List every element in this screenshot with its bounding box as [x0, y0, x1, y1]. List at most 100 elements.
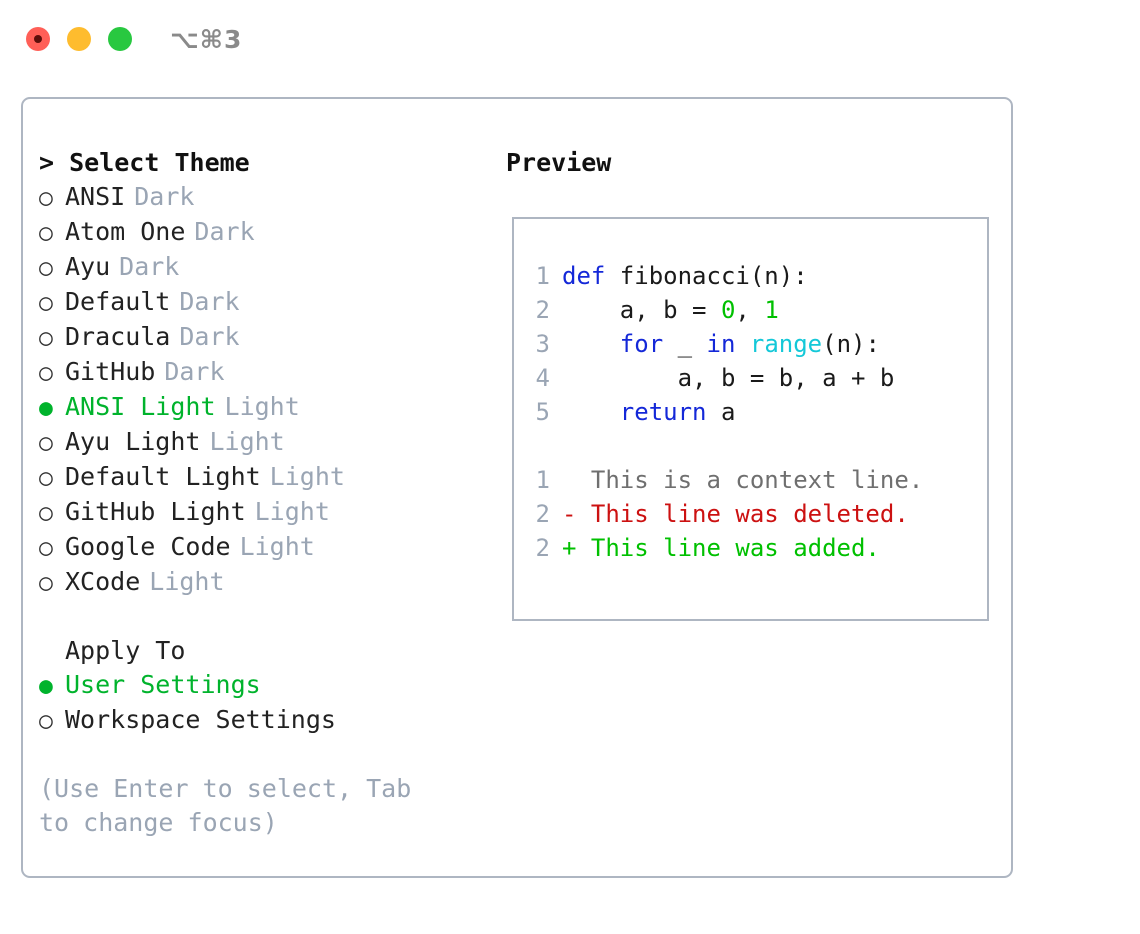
- radio-selected-icon: ●: [39, 673, 53, 699]
- diff-token: + This line was added.: [562, 534, 880, 562]
- code-token: fibonacci(n):: [619, 262, 808, 290]
- code-line-number: 3: [535, 330, 550, 358]
- diff-line-number: 2: [535, 500, 550, 528]
- diff-line-1: 2 - This line was deleted.: [528, 497, 987, 531]
- theme-option-tag: Light: [149, 567, 225, 596]
- radio-unselected-icon: ○: [39, 290, 53, 316]
- apply-to-header: Apply To: [65, 636, 186, 665]
- code-token: ,: [735, 296, 765, 324]
- theme-option-7[interactable]: ○ Ayu Light Light: [39, 425, 503, 460]
- theme-option-label: ANSI Light: [65, 392, 216, 421]
- theme-option-2[interactable]: ○ Ayu Dark: [39, 250, 503, 285]
- code-diff-separator: [528, 429, 987, 463]
- theme-option-tag: Light: [254, 497, 330, 526]
- theme-option-label: Default: [65, 287, 171, 316]
- radio-unselected-icon: ○: [39, 465, 53, 491]
- theme-option-8[interactable]: ○ Default Light Light: [39, 460, 503, 495]
- theme-option-6[interactable]: ● ANSI Light Light: [39, 390, 503, 425]
- theme-option-label: GitHub: [65, 357, 156, 386]
- theme-option-label: Dracula: [65, 322, 171, 351]
- code-token: [735, 330, 749, 358]
- radio-unselected-icon: ○: [39, 255, 53, 281]
- apply-to-option-label: User Settings: [65, 670, 261, 699]
- radio-unselected-icon: ○: [39, 500, 53, 526]
- code-line-4: 5 return a: [528, 395, 987, 429]
- theme-option-10[interactable]: ○ Google Code Light: [39, 530, 503, 565]
- theme-option-tag: Dark: [179, 287, 240, 316]
- code-token: [562, 398, 620, 426]
- apply-to-option-0[interactable]: ● User Settings: [39, 668, 503, 703]
- theme-option-label: Ayu: [65, 252, 111, 281]
- theme-option-0[interactable]: ○ ANSI Dark: [39, 180, 503, 215]
- code-token: in: [706, 330, 736, 358]
- theme-option-tag: Dark: [134, 182, 195, 211]
- select-theme-header: > Select Theme: [39, 148, 250, 177]
- window-controls: [26, 27, 132, 51]
- apply-to-option-label: Workspace Settings: [65, 705, 336, 734]
- diff-line-number: 2: [535, 534, 550, 562]
- theme-option-tag: Light: [269, 462, 345, 491]
- code-token: [562, 330, 620, 358]
- close-button[interactable]: [26, 27, 50, 51]
- code-token: return: [619, 398, 707, 426]
- code-token: a, b =: [562, 296, 721, 324]
- code-line-number: 4: [535, 364, 550, 392]
- maximize-button[interactable]: [108, 27, 132, 51]
- minimize-button[interactable]: [67, 27, 91, 51]
- apply-to-list: ● User Settings ○ Workspace Settings: [39, 668, 503, 738]
- code-line-number: 2: [535, 296, 550, 324]
- keyboard-hint-text: (Use Enter to select, Tab to change focu…: [39, 774, 412, 837]
- diff-line-2: 2 + This line was added.: [528, 531, 987, 565]
- theme-option-tag: Dark: [119, 252, 180, 281]
- code-token: (n):: [822, 330, 880, 358]
- radio-unselected-icon: ○: [39, 708, 53, 734]
- code-token: range: [749, 330, 823, 358]
- preview-header: Preview: [506, 148, 612, 177]
- theme-option-label: ANSI: [65, 182, 126, 211]
- theme-option-tag: Light: [239, 532, 315, 561]
- radio-unselected-icon: ○: [39, 220, 53, 246]
- code-token: 1: [764, 296, 779, 324]
- radio-unselected-icon: ○: [39, 325, 53, 351]
- theme-option-tag: Light: [209, 427, 285, 456]
- code-token: a: [706, 398, 736, 426]
- theme-option-tag: Light: [224, 392, 300, 421]
- code-token: for: [619, 330, 664, 358]
- code-line-1: 2 a, b = 0, 1: [528, 293, 987, 327]
- radio-unselected-icon: ○: [39, 535, 53, 561]
- code-token: _: [663, 330, 707, 358]
- theme-option-3[interactable]: ○ Default Dark: [39, 285, 503, 320]
- radio-selected-icon: ●: [39, 395, 53, 421]
- diff-sample: 1 This is a context line. 2 - This line wa…: [528, 463, 987, 565]
- code-token: 0: [720, 296, 736, 324]
- radio-unselected-icon: ○: [39, 430, 53, 456]
- radio-unselected-icon: ○: [39, 570, 53, 596]
- code-token: a, b = b, a + b: [562, 364, 895, 392]
- theme-option-label: Google Code: [65, 532, 231, 561]
- diff-token: - This line was deleted.: [562, 500, 909, 528]
- radio-unselected-icon: ○: [39, 360, 53, 386]
- theme-option-label: Default Light: [65, 462, 261, 491]
- diff-line-0: 1 This is a context line.: [528, 463, 987, 497]
- code-line-number: 5: [535, 398, 550, 426]
- theme-option-label: Ayu Light: [65, 427, 201, 456]
- diff-token: This is a context line.: [562, 466, 924, 494]
- keyboard-shortcut-label: ⌥⌘3: [170, 24, 243, 54]
- theme-option-tag: Dark: [194, 217, 255, 246]
- diff-line-number: 1: [535, 466, 550, 494]
- apply-to-option-1[interactable]: ○ Workspace Settings: [39, 703, 503, 738]
- radio-unselected-icon: ○: [39, 185, 53, 211]
- code-token: def: [562, 262, 620, 290]
